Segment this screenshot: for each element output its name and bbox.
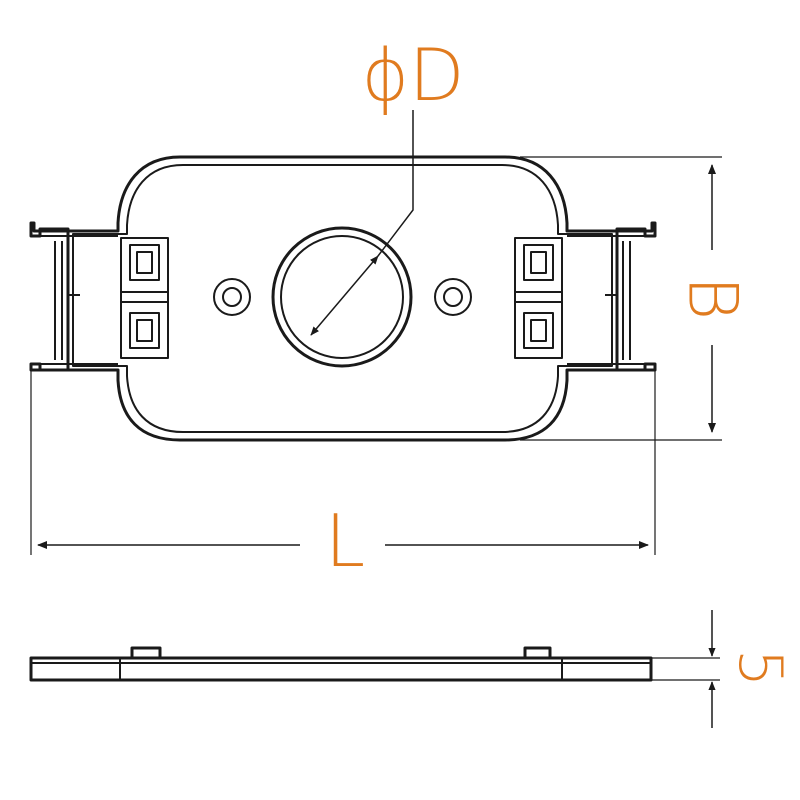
left-slot-upper-hole — [136, 251, 153, 274]
diameter-dimension: ϕD — [310, 33, 465, 336]
length-label: L — [325, 499, 365, 583]
left-screw-hole-outer — [213, 278, 251, 316]
side-right-tab — [523, 646, 552, 660]
thickness-dimension: 5 — [651, 610, 795, 728]
right-slot-frame — [514, 237, 563, 359]
left-slot-divider — [121, 291, 168, 303]
right-screw-hole-outer — [434, 278, 472, 316]
right-slot-upper — [523, 244, 554, 281]
right-screw-hole-inner — [443, 287, 463, 307]
center-bore-inner — [280, 235, 404, 359]
left-screw-hole-inner — [222, 287, 242, 307]
side-plate — [29, 656, 653, 682]
width-dimension: B — [520, 156, 752, 441]
left-slot-frame — [120, 237, 169, 359]
right-slot-lower-hole — [530, 319, 547, 342]
right-bracket-detail — [567, 235, 645, 365]
diameter-leader — [377, 110, 414, 257]
diameter-arrow — [310, 255, 379, 336]
thickness-label: 5 — [725, 649, 795, 687]
top-view — [29, 155, 657, 442]
left-slot-lower-hole — [136, 319, 153, 342]
right-slot-group — [514, 237, 563, 359]
center-bore-outer — [271, 226, 413, 368]
left-slot-group — [120, 237, 169, 359]
side-left-tab — [130, 646, 162, 660]
left-bracket-detail — [40, 235, 118, 365]
right-slot-upper-hole — [530, 251, 547, 274]
length-dimension: L — [30, 370, 656, 583]
plate-outline — [29, 155, 657, 442]
plate-inner-edge — [72, 164, 613, 433]
diameter-label: ϕD — [362, 33, 465, 117]
right-slot-divider — [515, 291, 562, 303]
side-view — [29, 646, 653, 682]
left-slot-lower — [129, 312, 160, 349]
right-slot-lower — [523, 312, 554, 349]
left-slot-upper — [129, 244, 160, 281]
width-label: B — [673, 276, 752, 321]
